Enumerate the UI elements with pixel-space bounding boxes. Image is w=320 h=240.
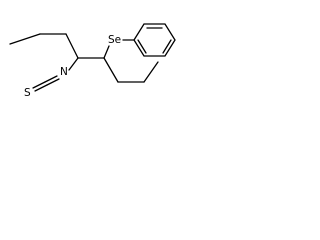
bond-c3-c4 (65, 33, 79, 59)
bond-n-c-double-a (44, 75, 58, 83)
atom-label-selenium: Se (108, 34, 121, 46)
phenyl-inner-bond-2 (162, 39, 172, 54)
bond-c7-c8 (143, 61, 159, 83)
atom-label-sulfur: S (24, 87, 31, 99)
atom-label-nitrogen: N (60, 66, 68, 78)
phenyl-inner-bond-3 (137, 39, 147, 54)
bond-c-s-double-a (32, 81, 46, 89)
chemical-structure-diagram: Se N S (9, 23, 176, 99)
bond-c5-c6 (103, 57, 119, 83)
bond-c4-n (68, 57, 79, 71)
phenyl-ring (133, 23, 176, 57)
bond-n-c-double-b (46, 78, 60, 86)
bond-c1-c2 (9, 33, 41, 45)
bond-c-s-double-b (34, 84, 48, 92)
bond-c5-se (103, 45, 110, 59)
